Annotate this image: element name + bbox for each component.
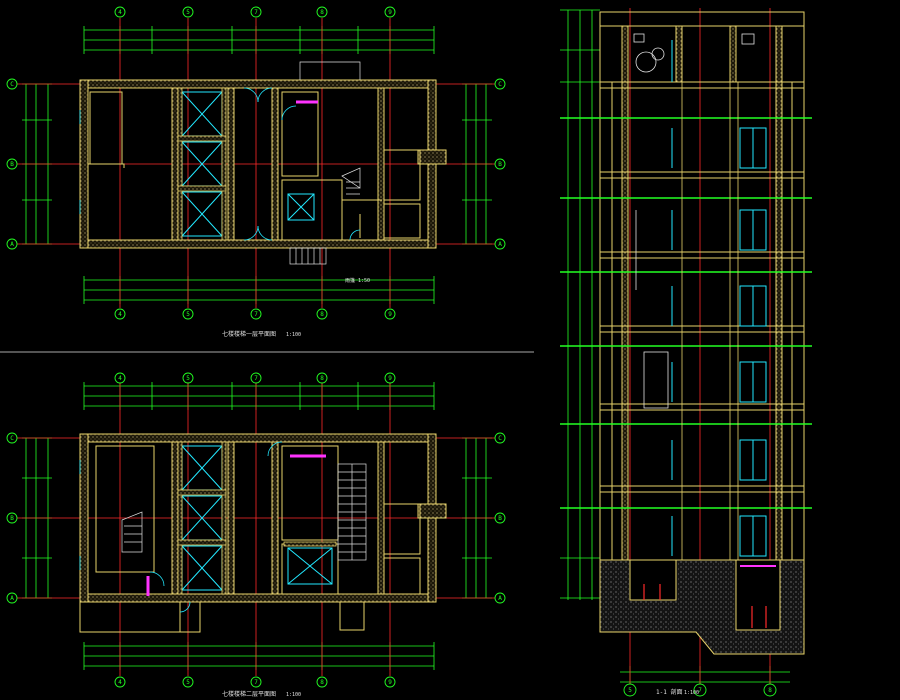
axis-label-a: A <box>498 595 502 602</box>
axis-label-4: 4 <box>118 679 122 686</box>
plan-2-partitions <box>79 445 421 633</box>
plan-2-scale: 1:100 <box>286 692 301 698</box>
plan-1-title: 七楼楼梯一层平面图 <box>222 330 276 338</box>
axis-label-7: 7 <box>254 679 258 686</box>
axis-label-b: B <box>498 161 502 168</box>
plan-1-stair <box>289 61 361 265</box>
axis-label-5: 5 <box>628 687 632 694</box>
axis-label-9: 9 <box>388 679 392 686</box>
plan-1: 4 5 7 8 9 4 5 7 8 9 C B A C B A 雨篷 1:50 … <box>6 6 506 338</box>
plan-1-dimensions <box>22 26 492 304</box>
plan-2-walls <box>79 433 447 603</box>
plan-2-axis-bubbles <box>6 372 506 688</box>
axis-label-c: C <box>10 81 14 88</box>
section-title: 1-1 剖面 <box>656 688 682 696</box>
axis-label-c: C <box>498 435 502 442</box>
axis-label-7: 7 <box>254 375 258 382</box>
axis-label-9: 9 <box>388 311 392 318</box>
plan-1-shaft-walls <box>177 87 227 241</box>
plan-1-walls <box>79 79 447 249</box>
section-scale: 1:100 <box>684 690 699 696</box>
plan-1-doors <box>79 87 361 241</box>
axis-label-b: B <box>498 515 502 522</box>
plan-1-note: 雨篷 1:50 <box>345 277 370 284</box>
axis-label-5: 5 <box>186 311 190 318</box>
axis-label-7: 7 <box>254 9 258 16</box>
axis-label-a: A <box>10 241 14 248</box>
plan-2-title: 七楼楼梯二层平面图 <box>222 690 276 698</box>
axis-label-5: 5 <box>186 9 190 16</box>
axis-label-c: C <box>498 81 502 88</box>
section-axis-bubbles <box>623 683 777 697</box>
plan-2-stair <box>121 463 367 561</box>
axis-label-9: 9 <box>388 9 392 16</box>
plan-1-partitions <box>88 91 421 241</box>
axis-label-8: 8 <box>320 679 324 686</box>
axis-label-b: B <box>10 161 14 168</box>
plan-1-axis-labels: 4 5 7 8 9 4 5 7 8 9 C B A C B A <box>10 9 502 318</box>
section-level-lines <box>560 117 812 509</box>
axis-label-4: 4 <box>118 9 122 16</box>
section-shaft-lines <box>681 82 739 580</box>
section-elevator-doors <box>671 40 767 557</box>
plan-2-shaft-walls <box>177 441 337 595</box>
axis-label-8: 8 <box>320 311 324 318</box>
axis-label-c: C <box>10 435 14 442</box>
axis-label-8: 8 <box>320 375 324 382</box>
axis-label-7: 7 <box>254 311 258 318</box>
plan-1-axis-bubbles <box>6 6 506 320</box>
section-walls <box>599 11 805 587</box>
section-1-1: 5 7 8 1-1 剖面 1:100 <box>560 8 812 697</box>
axis-label-a: A <box>498 241 502 248</box>
axis-label-4: 4 <box>118 311 122 318</box>
section-floor-slabs <box>600 171 804 493</box>
section-machine-room <box>633 33 755 409</box>
section-pit-buffers <box>643 584 767 628</box>
plan-2-axis-labels: 4 5 7 8 9 4 5 7 8 9 C B A C B A <box>10 375 502 686</box>
axis-label-4: 4 <box>118 375 122 382</box>
plan-2: 4 5 7 8 9 4 5 7 8 9 C B A C B A 七楼楼梯二层平面… <box>6 372 506 698</box>
section-axis-labels: 5 7 8 <box>628 687 772 694</box>
plan-2-doors <box>79 441 283 613</box>
axis-label-7: 7 <box>698 687 702 694</box>
axis-label-8: 8 <box>768 687 772 694</box>
section-foundation <box>599 559 805 655</box>
axis-label-b: B <box>10 515 14 522</box>
axis-label-5: 5 <box>186 375 190 382</box>
axis-label-5: 5 <box>186 679 190 686</box>
axis-label-9: 9 <box>388 375 392 382</box>
axis-label-8: 8 <box>320 9 324 16</box>
plan-2-dimensions <box>22 382 492 670</box>
plan-1-scale: 1:100 <box>286 332 301 338</box>
axis-label-a: A <box>10 595 14 602</box>
